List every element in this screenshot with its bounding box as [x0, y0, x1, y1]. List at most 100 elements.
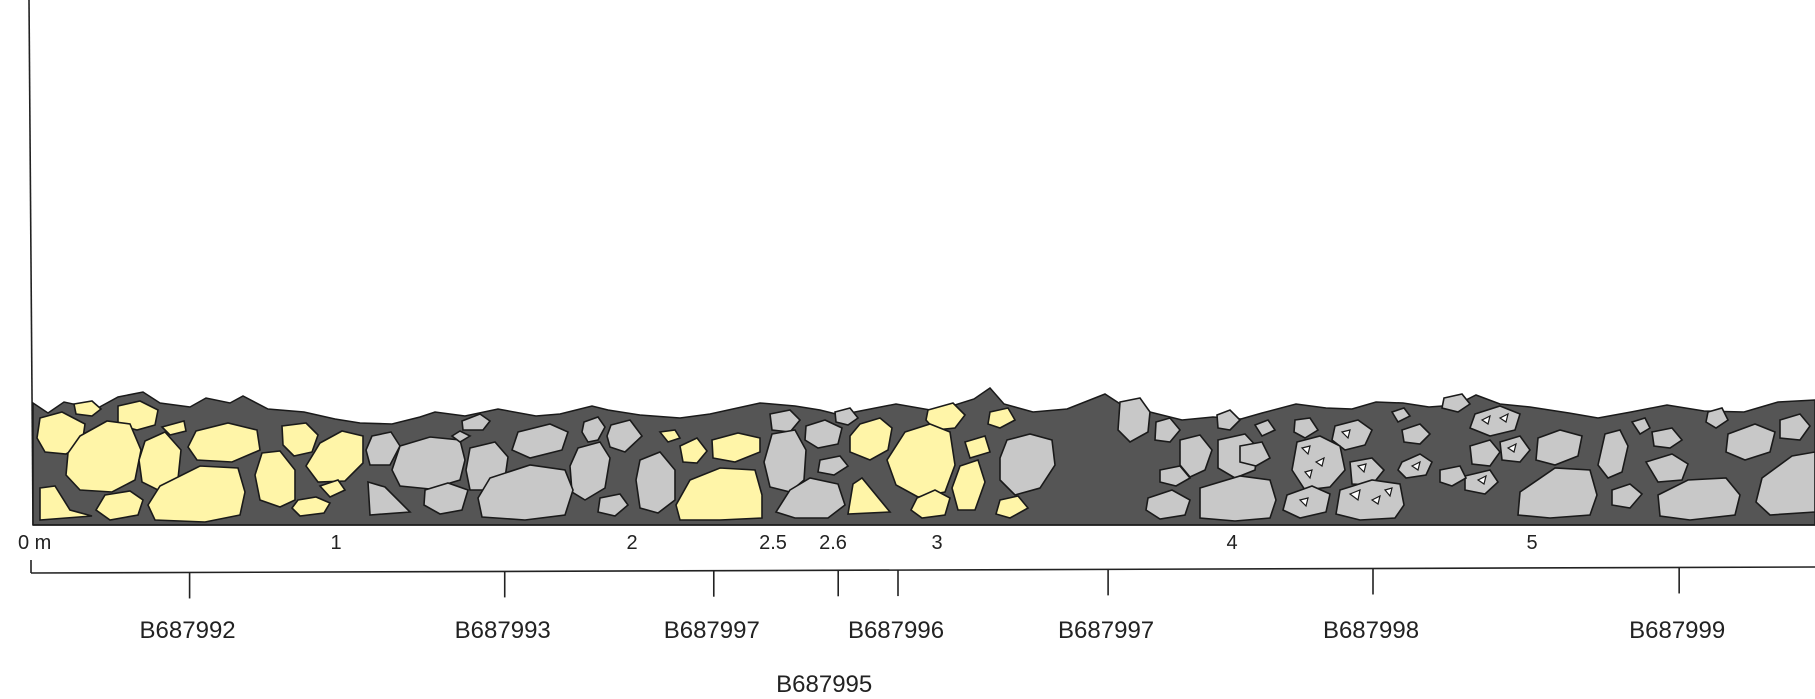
clast: [1439, 465, 1468, 487]
sample-label: B687992: [140, 617, 236, 644]
fleck: [1476, 474, 1487, 485]
clast: [951, 458, 986, 511]
fleck: [1506, 442, 1517, 453]
fleck: [1340, 429, 1351, 440]
clast: [450, 430, 472, 443]
clast: [1216, 409, 1242, 431]
clast: [658, 429, 682, 443]
clast: [886, 423, 956, 498]
clast: [1468, 405, 1521, 437]
scale-tick-label: 2: [626, 532, 637, 554]
sample-label: B687993: [455, 617, 551, 644]
clast: [290, 496, 332, 517]
clast: [774, 477, 846, 519]
clast: [679, 437, 709, 464]
clast: [987, 407, 1017, 429]
clast: [1705, 407, 1730, 429]
sample-label: B687998: [1323, 617, 1419, 644]
clast: [254, 450, 296, 508]
fleck: [1298, 497, 1309, 508]
clast: [1117, 397, 1151, 443]
clast: [1239, 441, 1272, 467]
scale-tick-label: 4: [1226, 532, 1237, 554]
clast: [1755, 451, 1815, 516]
clast: [763, 429, 807, 493]
clast: [1644, 453, 1689, 483]
clast: [804, 419, 843, 449]
sample-label: B687997: [1058, 617, 1154, 644]
clast: [1611, 483, 1644, 509]
clast: [365, 431, 401, 466]
clast: [847, 476, 892, 515]
clast: [1725, 423, 1776, 461]
fleck: [1383, 487, 1393, 498]
clast: [1331, 419, 1374, 451]
clast: [73, 400, 103, 417]
clast: [769, 409, 802, 433]
clast: [1199, 475, 1277, 522]
clast: [925, 402, 967, 431]
clast: [1651, 427, 1684, 449]
fleck: [1348, 489, 1361, 502]
clast: [834, 407, 860, 426]
fleck: [1300, 445, 1311, 456]
clast: [94, 490, 144, 521]
clast: [1597, 429, 1629, 479]
clast: [995, 495, 1030, 519]
clast: [1535, 429, 1583, 466]
clast: [909, 489, 951, 519]
scale-origin-label: 0 m: [18, 532, 51, 554]
clast: [1517, 467, 1598, 519]
clast: [606, 419, 644, 453]
clast: [1253, 419, 1277, 438]
clast: [1390, 407, 1412, 424]
scale-ticks: 1 2 2.5 2.6 3 4 5: [330, 532, 1537, 554]
scale-tick-label: 5: [1526, 532, 1537, 554]
clast: [675, 467, 763, 521]
clast: [1159, 465, 1192, 487]
clast: [39, 485, 93, 521]
clast: [1779, 413, 1812, 441]
scale-tick-label: 1: [330, 532, 341, 554]
clast: [999, 433, 1056, 496]
sample-label: B687996: [848, 617, 944, 644]
clast: [597, 493, 630, 517]
fleck: [1480, 414, 1491, 425]
clast: [187, 422, 261, 463]
clast: [423, 482, 469, 515]
clast: [581, 416, 606, 443]
clast: [318, 479, 347, 498]
clast: [1441, 393, 1472, 413]
clast: [511, 423, 569, 459]
clast: [1293, 417, 1320, 439]
clast: [281, 422, 319, 457]
scale-bar: [30, 566, 1815, 574]
clast: [963, 435, 992, 459]
fleck: [1314, 456, 1325, 467]
sample-label: B687995: [776, 671, 872, 698]
clast: [711, 432, 761, 463]
clast: [461, 413, 492, 431]
clast: [391, 436, 466, 490]
clast: [367, 480, 412, 516]
clast: [1401, 423, 1432, 445]
scale-tick-label: 3: [931, 532, 942, 554]
clast: [849, 417, 893, 461]
sample-label: B687999: [1629, 617, 1725, 644]
clast: [160, 420, 187, 436]
clast: [477, 464, 574, 521]
fleck: [1410, 460, 1421, 471]
clast: [1630, 417, 1652, 436]
scale-tick-label: 2.6: [819, 532, 847, 554]
fleck: [1370, 494, 1381, 505]
sediment-section: [32, 387, 1815, 526]
clast: [1657, 477, 1741, 521]
clast: [1154, 417, 1182, 443]
scale-tick-label: 2.5: [759, 532, 787, 554]
clast: [1145, 489, 1191, 520]
clast: [65, 420, 142, 493]
fleck: [1498, 412, 1509, 423]
clast: [1469, 439, 1502, 467]
